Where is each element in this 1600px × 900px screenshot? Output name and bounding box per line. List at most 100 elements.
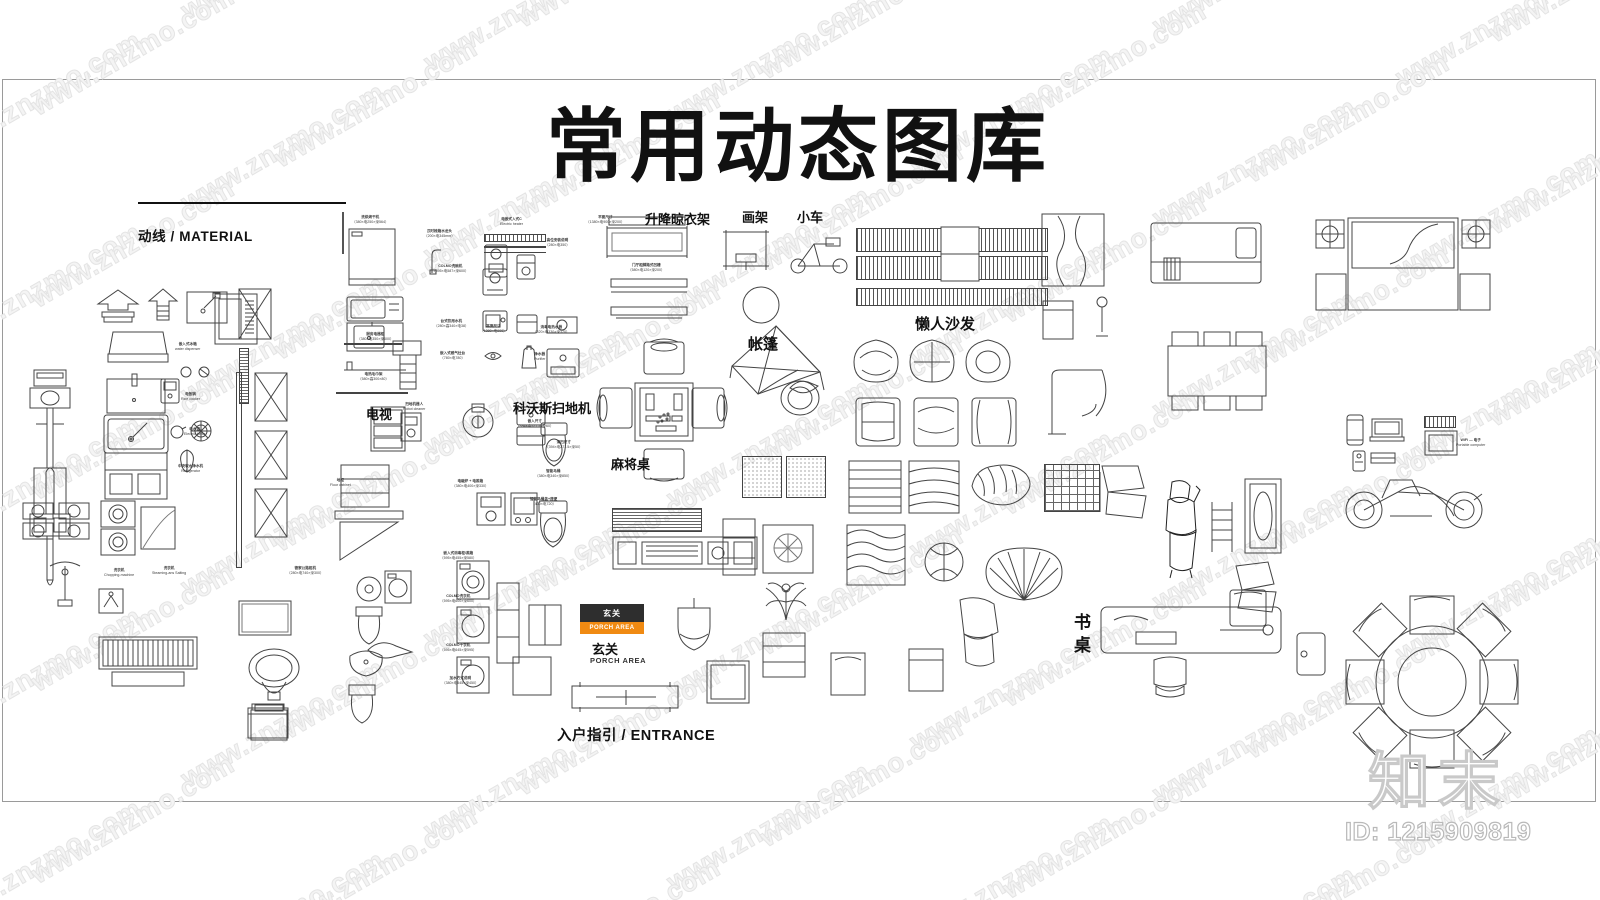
microwave-symbol (482, 310, 508, 332)
annotation-sub-27: （1380×电900×深200） (586, 219, 625, 224)
round-dining-table-symbol (1332, 582, 1532, 782)
range-hood-symbol-2 (145, 288, 181, 324)
annotation-title-18: 电水壶 (189, 427, 201, 431)
stove-top-plan (482, 268, 508, 296)
annotation-sub-4: （380×电350×深600） (357, 336, 394, 341)
burner-detail-symbol (190, 420, 212, 442)
tent-symbol (728, 324, 824, 402)
annotation-sub-32: （1380×电900） (480, 328, 507, 333)
annotation-sub-6: （580×高300×80） (358, 376, 389, 381)
switch-panel-symbol (400, 412, 422, 442)
cabinet-square-bottom (512, 656, 552, 696)
porch-caption-en: PORCH AREA (590, 656, 647, 665)
bench-long-symbol (762, 632, 806, 678)
sofa-center-detail (940, 226, 980, 282)
page-title: 常用动态图库 (546, 102, 1050, 191)
annotation-23: COLMO干衣机（595×电645×深595） (440, 643, 477, 652)
storage-cross-cabinet-1 (254, 372, 288, 422)
floor-lamp-symbol (1092, 296, 1112, 338)
annotation-sub-12: （380×电400×深330） (452, 483, 489, 488)
eye-icon-symbol (484, 350, 502, 362)
toilet-smart-symbol-2 (536, 500, 570, 550)
annotation-sub-13: （595×电455×深580） (440, 555, 477, 560)
textured-pad-1 (742, 456, 782, 498)
annotation-title-7: 消毒电热水器 (540, 325, 563, 329)
shelf-strip (239, 348, 249, 404)
heater-line-2 (484, 252, 546, 253)
annotation-title-30: 门厅柜脚踏式凹槽 (631, 263, 661, 267)
purifier-symbol (546, 348, 580, 378)
annotation-sub-3: （280×高340×电38） (434, 323, 469, 328)
bean-bag-2 (908, 338, 956, 384)
remote-symbol (1352, 450, 1366, 472)
annotation-title-19: 中央软水净水机 (178, 464, 204, 468)
water-dispenser-symbol (107, 330, 169, 364)
annotation-29: 高位安装说明（280×电350） (545, 238, 570, 247)
round-table-small (742, 286, 780, 324)
watermark-text: www.znzmo.com www.znzmo.com www.znzmo.co… (0, 842, 1600, 900)
annotation-sub-2: （595×电587×深600） (432, 268, 469, 273)
annotation-sub-20: Steaming-ans Salting (152, 570, 187, 575)
heater-line-1 (484, 246, 546, 248)
hanging-chair-symbol (672, 598, 716, 654)
annotation-title-25: 德家公路柜机 (294, 566, 317, 570)
modular-sofa-wave (846, 524, 906, 586)
chair-plan-bottom2 (642, 448, 686, 482)
annotation-22: COLMO洗衣机（595×电600×深600） (440, 594, 477, 603)
dryer-front-symbol (348, 228, 396, 286)
caption-5: 电视 (366, 407, 393, 422)
modular-sofa-2 (908, 460, 960, 514)
rug-symbol (1244, 478, 1282, 554)
cabinet-plain-plan (528, 604, 562, 646)
cooktop-symbol (106, 378, 166, 414)
annotation-2: COLMO洗碗机（595×电587×深600） (432, 264, 469, 273)
caption-8: 书桌 (1071, 613, 1090, 659)
annotation-title-23: COLMO干衣机 (446, 643, 471, 647)
basin-oval-symbol (248, 648, 300, 702)
porch-badge-cn: 玄关 (580, 604, 644, 622)
bed-plan-double (1314, 216, 1478, 312)
toilet-plan-symbol (354, 606, 384, 648)
annotation-title-29: 高位安装说明 (546, 238, 569, 242)
caption-1: 画架 (742, 210, 769, 225)
toilet-smart-symbol (538, 422, 570, 468)
cabinet-corner-symbol (392, 340, 422, 390)
annotation-sub-1: （200×电345mm） (424, 233, 455, 238)
annotation-15: 智能马桶盖+座便（400×电720） (530, 497, 557, 506)
annotation-title-4: 厨房电器柜 (366, 332, 385, 336)
storage-cross-cabinet-2 (254, 430, 288, 480)
deck-chair-symbol (1232, 560, 1278, 614)
plant-symbol (760, 570, 812, 622)
water-heater-box-symbol (546, 316, 578, 334)
washing-machine-plan (456, 560, 490, 600)
bed-plan-single (1150, 222, 1262, 284)
annotation-5: 嵌入式燃气灶台（780×电780） (440, 351, 465, 360)
annotation-12: 电磁炉 + 电蒸箱（380×电400×深330） (452, 479, 489, 488)
kettle-icon-symbol (520, 344, 538, 370)
bean-bag-3 (964, 338, 1012, 384)
annotation-sub-8: Purifier (534, 356, 546, 361)
lounger-symbol (1098, 462, 1150, 522)
annotation-4: 厨房电器柜（380×电350×深600） (357, 332, 394, 341)
keyboard-symbol (1370, 452, 1396, 464)
modular-sofa-1 (848, 460, 902, 514)
annotation-sub-23: （595×电645×深595） (440, 647, 477, 652)
annotation-sub-26: Robot cleaner (403, 406, 426, 411)
portable-computer-symbol (1424, 430, 1458, 456)
faucet-tall-symbol (28, 368, 72, 598)
chair-plan-top (642, 338, 686, 376)
chair-plan-right (690, 386, 730, 430)
lounge-chair-symbol (952, 596, 1004, 668)
annotation-sub-17: Rice cooker (181, 396, 200, 401)
chair-plan-left (594, 386, 634, 430)
annotation-sub-10: （394×电271.5×深50） (545, 444, 583, 449)
caption-7: 麻将桌 (611, 457, 651, 472)
towel-rail-symbol (342, 360, 408, 378)
annotation-sub-21: Chopping-machine (104, 572, 135, 577)
toilet-plan-symbol-2 (346, 684, 378, 726)
fan-sofa-symbol (984, 546, 1064, 602)
dressing-screen-symbol (1040, 212, 1106, 288)
sink-counter-symbol (346, 322, 404, 352)
single-sofa-plan (1042, 300, 1074, 340)
